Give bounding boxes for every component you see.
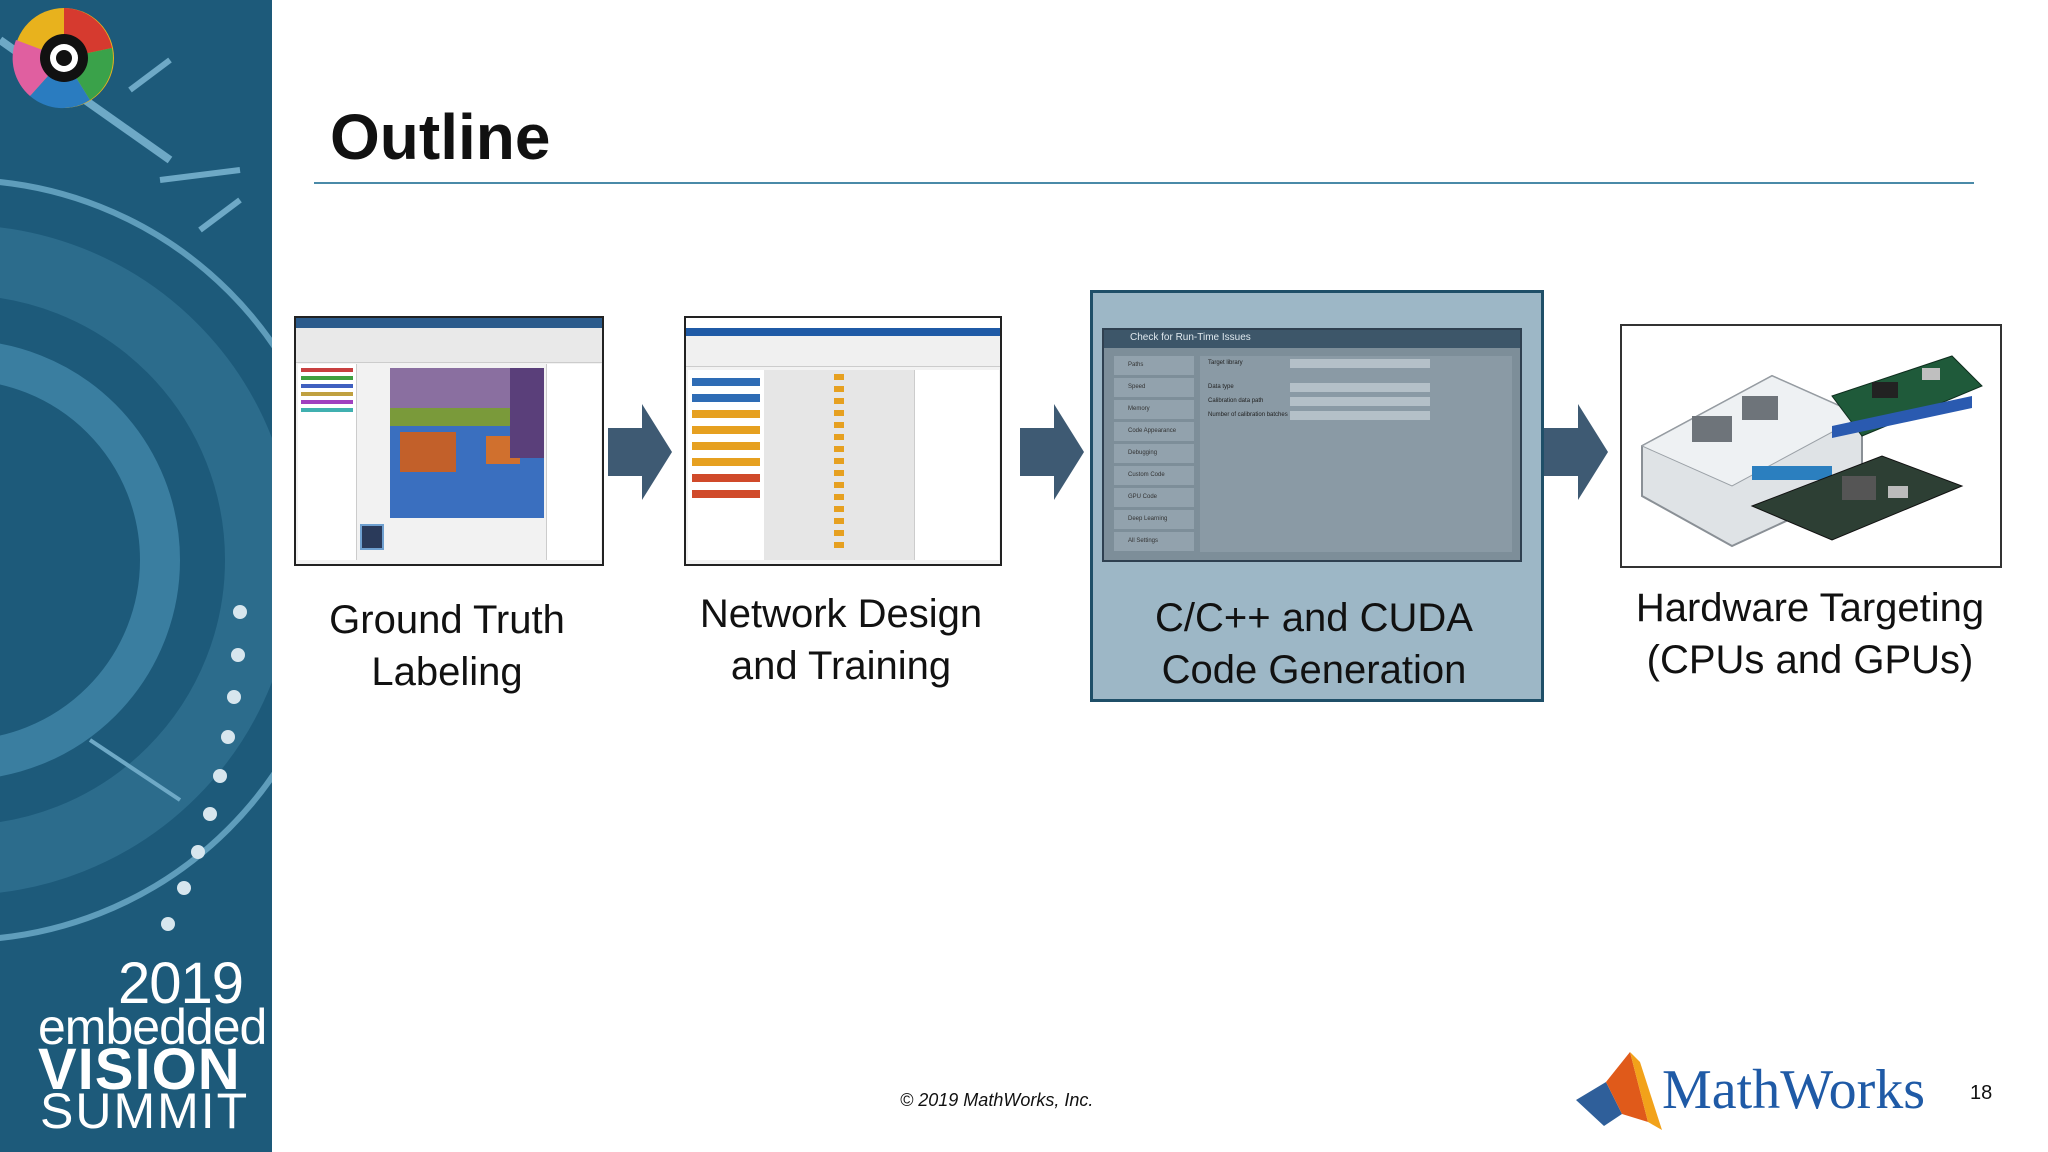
sidebar-decoration: 2019 embedded VISION SUMMIT (0, 0, 272, 1152)
ground-truth-labeler-screenshot (294, 316, 604, 566)
mathworks-membrane-logo-icon (1576, 1052, 1662, 1130)
title-divider (314, 182, 1974, 184)
step-1-line-1: Ground Truth (329, 598, 565, 642)
codegen-field-label: Calibration data path (1208, 398, 1264, 404)
designer-layer-library (688, 370, 765, 560)
codegen-menu-item: Code Appearance (1114, 422, 1194, 441)
codegen-field-input (1290, 397, 1430, 406)
step-2-line-1: Network Design (699, 592, 983, 636)
codegen-menu-item: Memory (1114, 400, 1194, 419)
codegen-field-input (1290, 359, 1430, 368)
labeler-attributes-panel (546, 364, 601, 560)
step-label-ground-truth: Ground Truth Labeling (294, 594, 600, 698)
arrow-right-icon (1544, 404, 1608, 500)
labeler-label-list (298, 364, 357, 560)
arrow-right-icon (1020, 404, 1084, 500)
codegen-menu-item: Custom Code (1114, 466, 1194, 485)
codegen-menu-item: Paths (1114, 356, 1194, 375)
labeler-toolstrip (296, 328, 602, 363)
step-label-network-design: Network Design and Training (684, 588, 998, 692)
codegen-menu-item: Deep Learning (1114, 510, 1194, 529)
step-1-line-2: Labeling (371, 650, 523, 694)
codegen-field-label: Target library (1208, 360, 1243, 366)
step-3-line-1: C/C++ and CUDA (1155, 596, 1473, 640)
step-2-line-2: and Training (730, 644, 952, 688)
vision-summit-logo-icon (12, 8, 114, 109)
codegen-field-label: Number of calibration batches (1208, 412, 1288, 418)
codegen-settings-menu: Paths Speed Memory Code Appearance Debug… (1114, 356, 1194, 552)
codegen-panel-title: Check for Run-Time Issues (1130, 332, 1251, 343)
codegen-menu-item: Debugging (1114, 444, 1194, 463)
step-3-line-2: Code Generation (1161, 648, 1467, 692)
copyright-notice: © 2019 MathWorks, Inc. (900, 1090, 1094, 1110)
designer-toolstrip (686, 336, 1000, 367)
labeler-frame-thumbnail (360, 524, 384, 550)
hardware-boards-photo (1620, 324, 2002, 568)
hardware-boards-illustration (1640, 355, 1983, 548)
labeled-scene-image (390, 368, 544, 518)
codegen-field-input (1290, 383, 1430, 392)
logo-summit-text: SUMMIT (40, 1083, 250, 1139)
step-label-code-generation: C/C++ and CUDA Code Generation (1090, 592, 1538, 696)
designer-tab-strip (686, 328, 1000, 336)
slide-title: Outline (330, 101, 551, 173)
step-4-line-2: (CPUs and GPUs) (1646, 638, 1974, 682)
step-label-hardware-targeting: Hardware Targeting (CPUs and GPUs) (1608, 582, 2012, 686)
logo-vision-text: VISION (38, 1037, 241, 1102)
labeler-titlebar (296, 318, 602, 328)
page-number: 18 (1970, 1082, 1993, 1104)
designer-canvas (764, 370, 914, 560)
logo-year: 2019 (118, 951, 244, 1016)
codegen-field-input (1290, 411, 1430, 420)
codegen-menu-item: All Settings (1114, 532, 1194, 551)
mathworks-wordmark: MathWorks (1662, 1059, 1926, 1121)
designer-properties-panel (914, 370, 999, 560)
arrow-right-icon (608, 404, 672, 500)
codegen-field-label: Data type (1208, 384, 1234, 390)
codegen-menu-item: GPU Code (1114, 488, 1194, 507)
deep-network-designer-screenshot (684, 316, 1002, 566)
codegen-menu-item: Speed (1114, 378, 1194, 397)
codegen-settings-form: Target library Data type Calibration dat… (1200, 356, 1512, 552)
step-4-line-1: Hardware Targeting (1635, 586, 1985, 630)
code-generation-settings-screenshot: Check for Run-Time Issues Paths Speed Me… (1102, 328, 1522, 562)
codegen-titlebar: Check for Run-Time Issues (1104, 330, 1520, 348)
logo-embedded-text: embedded (38, 999, 267, 1055)
